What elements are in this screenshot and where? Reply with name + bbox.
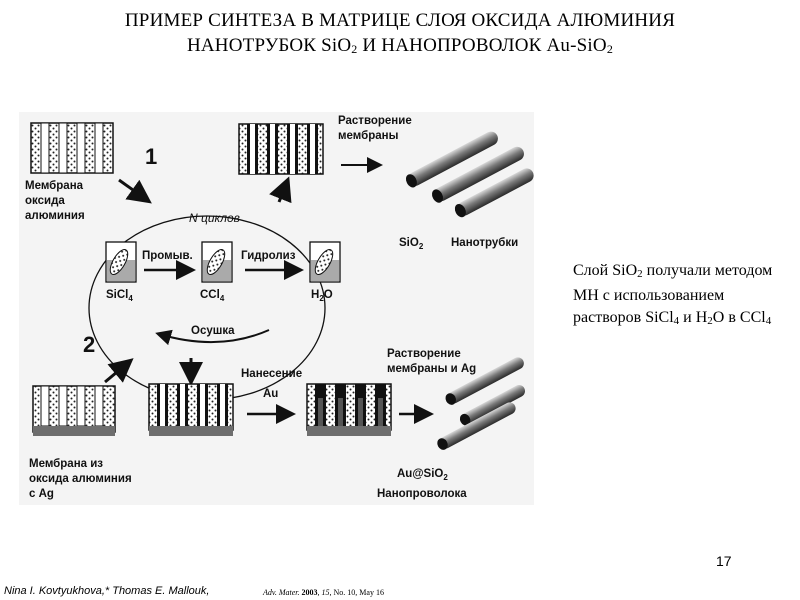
reference-authors: Nina I. Kovtyukhova,* Thomas E. Mallouk, (4, 585, 210, 597)
side-description: Слой SiO2 получали методом МН с использо… (573, 262, 773, 327)
arrow-into-cycle-2 (104, 358, 134, 384)
nanowires-image (437, 357, 526, 450)
deposition-label: Нанесение Au (241, 368, 305, 400)
hydrolysis-label: Гидролиз (241, 250, 296, 262)
nanowire-label: Нанопроволока (377, 488, 467, 500)
slide-title: ПРИМЕР СИНТЕЗА В МАТРИЦЕ СЛОЯ ОКСИДА АЛЮ… (0, 8, 800, 62)
arrow-into-cycle (118, 178, 152, 204)
ccl4-label: CCl4 (200, 289, 225, 303)
cycles-label: N циклов (189, 211, 240, 225)
coated-membrane-ag (148, 383, 234, 436)
membrane-ag (32, 385, 116, 436)
beaker-sicl4 (105, 241, 137, 283)
title-line-2: НАНОТРУБОК SiO2 И НАНОПРОВОЛОК Au-SiO2 (186, 35, 614, 56)
au-sio2-label: Au@SiO2 (397, 468, 448, 482)
arrow-out-cycle (269, 176, 292, 204)
alumina-membrane (30, 122, 114, 174)
coated-membrane (238, 123, 324, 175)
nanotubes-image (405, 131, 534, 218)
drying-label: Осушка (191, 325, 235, 337)
beaker-ccl4 (201, 241, 233, 283)
step-1-number: 1 (145, 144, 157, 169)
sio2-label: SiO2 (399, 237, 424, 251)
au-filled-membrane (306, 383, 392, 436)
wash-label: Промыв. (142, 250, 193, 262)
synthesis-diagram: 1 Мембрана оксида алюминия Растворение м… (19, 112, 534, 505)
dissolve-membrane-ag-label: Растворение мембраны и Ag (387, 348, 476, 375)
title-line-1: ПРИМЕР СИНТЕЗА В МАТРИЦЕ СЛОЯ ОКСИДА АЛЮ… (124, 10, 676, 31)
arrow-drying (155, 329, 270, 346)
nanotubes-label: Нанотрубки (451, 237, 518, 249)
h2o-label: H2O (311, 289, 333, 303)
step-2-number: 2 (83, 332, 95, 357)
membrane-ag-label: Мембрана из оксида алюминия с Ag (29, 458, 135, 500)
sicl4-label: SiCl4 (106, 289, 133, 303)
reference-journal: Adv. Mater. 2003, 15, No. 10, May 16 (263, 588, 384, 597)
membrane-label: Мембрана оксида алюминия (25, 180, 86, 222)
beaker-h2o (309, 241, 341, 283)
page-number: 17 (716, 553, 732, 569)
dissolve-membrane-label: Растворение мембраны (338, 115, 415, 142)
